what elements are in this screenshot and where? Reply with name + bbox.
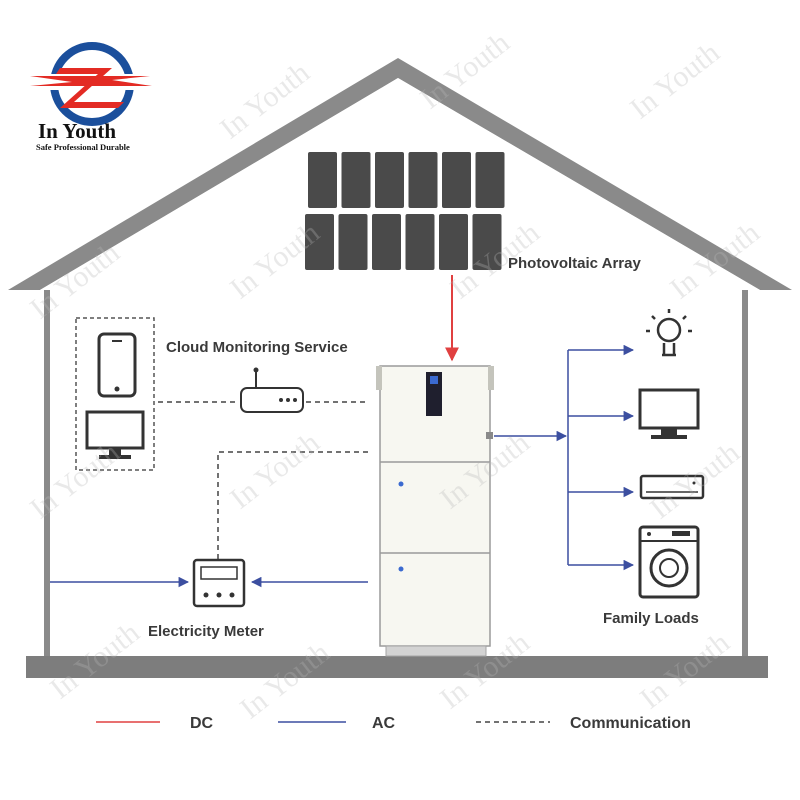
brand-logo-mark: [30, 42, 154, 126]
solar-panel: [405, 214, 435, 270]
legend: DC AC Communication: [96, 715, 691, 732]
watermark-text: In Youth: [624, 36, 726, 126]
brand-tagline: Safe Professional Durable: [36, 142, 130, 152]
watermark-text: In Youth: [24, 436, 126, 526]
solar-panel: [472, 214, 502, 270]
ac-distribution-lines: [494, 344, 635, 571]
solar-panel: [408, 152, 438, 208]
solar-panel: [442, 152, 471, 208]
washing-machine-icon: [638, 525, 700, 599]
solar-panel: [305, 214, 334, 270]
lightbulb-icon: [646, 309, 692, 357]
communication-lines: [158, 401, 368, 560]
cloud-monitoring-label: Cloud Monitoring Service: [166, 339, 348, 356]
photovoltaic-array-label: Photovoltaic Array: [508, 255, 641, 272]
house-floor: [26, 656, 768, 678]
battery-indicator: [398, 481, 404, 487]
router-icon: [240, 367, 304, 413]
computer-monitor-icon: [85, 410, 145, 459]
cabinet-base: [385, 645, 487, 657]
smartphone-icon: [97, 332, 137, 398]
legend-dc-label: DC: [190, 715, 214, 732]
solar-panel: [308, 152, 337, 208]
legend-communication-label: Communication: [570, 715, 691, 732]
photovoltaic-array: [305, 152, 505, 270]
watermark-text: In Youth: [234, 636, 336, 726]
solar-panel: [439, 214, 468, 270]
house-left-wall: [44, 290, 50, 658]
monitoring-devices-group: [75, 317, 155, 471]
inverter-battery-cabinet: [376, 365, 494, 657]
air-conditioner-icon: [639, 474, 705, 500]
electricity-meter-label: Electricity Meter: [148, 623, 264, 640]
solar-panel: [375, 152, 404, 208]
solar-panel: [372, 214, 401, 270]
solar-panel: [338, 214, 368, 270]
devices-dashed-box: [75, 317, 155, 471]
solar-panel: [475, 152, 505, 208]
house-right-wall: [742, 290, 748, 658]
battery-indicator: [398, 566, 404, 572]
legend-ac-label: AC: [372, 715, 396, 732]
family-loads-label: Family Loads: [603, 610, 699, 627]
brand-logo: In Youth Safe Professional Durable: [30, 42, 154, 152]
electricity-meter-icon: [192, 558, 246, 608]
monitor-icon: [638, 388, 700, 439]
solar-panel: [341, 152, 371, 208]
watermark-text: In Youth: [224, 426, 326, 516]
brand-name: In Youth: [38, 119, 116, 143]
